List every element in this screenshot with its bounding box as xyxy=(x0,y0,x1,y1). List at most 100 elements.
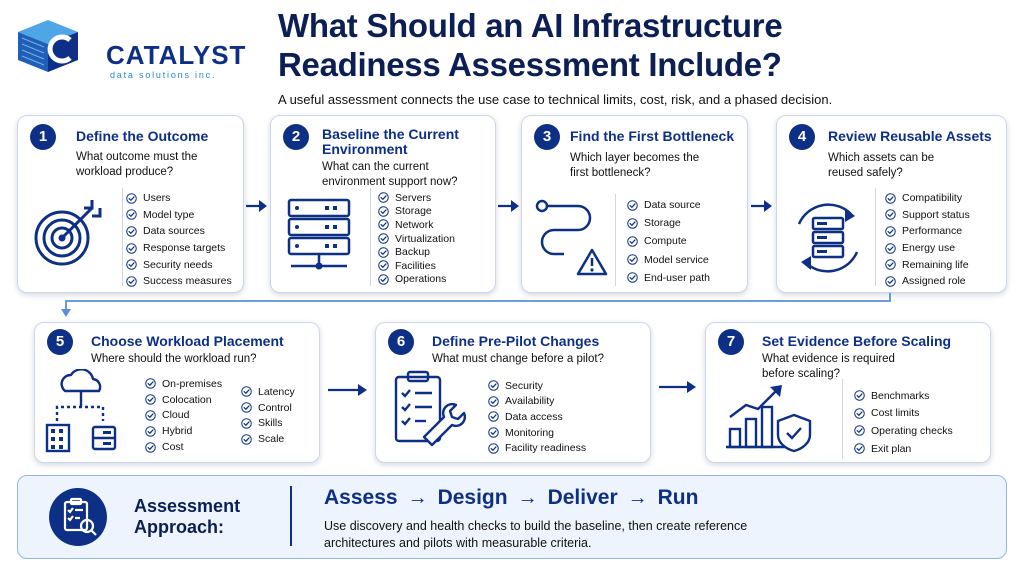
check-icon xyxy=(126,243,137,254)
list-item: Colocation xyxy=(145,392,222,408)
check-icon xyxy=(241,434,252,445)
check-icon xyxy=(885,276,896,287)
check-icon xyxy=(885,193,896,204)
step-question: What must change before a pilot? xyxy=(432,353,604,365)
step-card-2: 2 Baseline the Current Environment What … xyxy=(270,115,496,293)
step-checklist: Compatibility Support status Performance… xyxy=(885,190,970,290)
step-question: Which assets can be reused safely? xyxy=(828,152,935,179)
step-number: 7 xyxy=(718,329,744,355)
step-card-6: 6 Define Pre-Pilot Changes What must cha… xyxy=(375,322,651,463)
flow-step: Design xyxy=(437,486,508,509)
list-item: Network xyxy=(378,218,455,232)
list-item: Storage xyxy=(378,205,455,219)
list-item: Operating checks xyxy=(854,422,953,440)
check-icon xyxy=(885,226,896,237)
check-icon xyxy=(378,233,389,244)
list-item: Model type xyxy=(126,207,232,224)
check-icon xyxy=(126,193,137,204)
step-title: Choose Workload Placement xyxy=(91,333,284,349)
arrow-right-icon: → xyxy=(627,487,648,509)
list-item: Data sources xyxy=(126,223,232,240)
check-icon xyxy=(126,209,137,220)
check-icon xyxy=(854,443,865,454)
check-icon xyxy=(378,274,389,285)
check-icon xyxy=(627,272,638,283)
list-item: Remaining life xyxy=(885,256,970,273)
list-item: Response targets xyxy=(126,240,232,257)
step-title: Define the Outcome xyxy=(76,128,209,144)
list-item: Servers xyxy=(378,191,455,205)
list-item: Exit plan xyxy=(854,440,953,458)
server-rack-icon xyxy=(287,198,351,270)
approach-flow: Assess→Design→Deliver→Run xyxy=(324,486,698,510)
flow-arrow-icon xyxy=(246,200,267,212)
list-item: Backup xyxy=(378,245,455,259)
list-item: Performance xyxy=(885,223,970,240)
path-warning-icon xyxy=(535,199,608,276)
check-icon xyxy=(488,380,499,391)
step-card-1: 1 Define the Outcome What outcome must t… xyxy=(17,115,244,293)
step-title: Find the First Bottleneck xyxy=(570,128,735,144)
step-card-3: 3 Find the First Bottleneck Which layer … xyxy=(521,115,748,293)
list-item: Scale xyxy=(241,431,295,447)
check-icon xyxy=(378,219,389,230)
row-connector-arrow-icon xyxy=(61,293,891,317)
list-item: Security xyxy=(488,378,586,394)
list-item: Facilities xyxy=(378,259,455,273)
flow-arrow-icon xyxy=(328,384,367,396)
flow-step: Deliver xyxy=(547,486,618,509)
check-icon xyxy=(488,411,499,422)
clipboard-search-icon xyxy=(49,488,107,546)
list-item: Assigned role xyxy=(885,273,970,290)
cloud-building-icon xyxy=(45,369,117,453)
check-icon xyxy=(378,260,389,271)
flow-arrow-icon xyxy=(498,200,519,212)
list-item: Availability xyxy=(488,394,586,410)
list-item: Data access xyxy=(488,409,586,425)
brand-name: CATALYST xyxy=(106,40,247,70)
step-card-5: 5 Choose Workload Placement Where should… xyxy=(34,322,320,463)
step-number: 6 xyxy=(388,329,414,355)
growth-shield-icon xyxy=(726,385,812,453)
check-icon xyxy=(627,218,638,229)
check-icon xyxy=(378,192,389,203)
page-subtitle: A useful assessment connects the use cas… xyxy=(278,92,833,107)
check-icon xyxy=(126,226,137,237)
check-icon xyxy=(488,427,499,438)
check-icon xyxy=(378,247,389,258)
step-number: 1 xyxy=(30,124,56,150)
list-item: Latency xyxy=(241,384,295,400)
check-icon xyxy=(145,426,156,437)
check-icon xyxy=(126,276,137,287)
check-icon xyxy=(126,259,137,270)
step-title: Define Pre-Pilot Changes xyxy=(432,333,600,349)
server-cycle-icon xyxy=(797,203,859,273)
approach-label: Assessment Approach: xyxy=(134,496,241,537)
target-icon xyxy=(34,200,102,266)
check-icon xyxy=(241,386,252,397)
check-icon xyxy=(488,396,499,407)
step-title: Review Reusable Assets xyxy=(828,128,992,144)
flow-step: Assess xyxy=(324,486,398,509)
step-checklist: Benchmarks Cost limits Operating checks … xyxy=(854,387,953,457)
list-item: Monitoring xyxy=(488,425,586,441)
list-item: Success measures xyxy=(126,273,232,290)
list-item: Cloud xyxy=(145,408,222,424)
flow-step: Run xyxy=(657,486,699,509)
step-question: What can the current environment support… xyxy=(322,161,458,188)
list-item: On-premises xyxy=(145,376,222,392)
step-checklist: Users Model type Data sources Response t… xyxy=(126,190,232,290)
step-number: 2 xyxy=(283,124,309,150)
step-title: Set Evidence Before Scaling xyxy=(762,333,952,349)
flow-arrow-icon xyxy=(659,381,696,393)
list-item: Storage xyxy=(627,214,710,232)
list-item: Skills xyxy=(241,416,295,432)
step-question: Where should the workload run? xyxy=(91,353,257,365)
step-question: Which layer becomes the first bottleneck… xyxy=(570,152,700,179)
cube-logo-icon xyxy=(18,20,78,72)
step-question: What evidence is required before scaling… xyxy=(762,353,895,380)
list-item: Cost xyxy=(145,439,222,455)
check-icon xyxy=(885,209,896,220)
list-item: Users xyxy=(126,190,232,207)
step-checklist-secondary: Latency Control Skills Scale xyxy=(241,384,295,447)
